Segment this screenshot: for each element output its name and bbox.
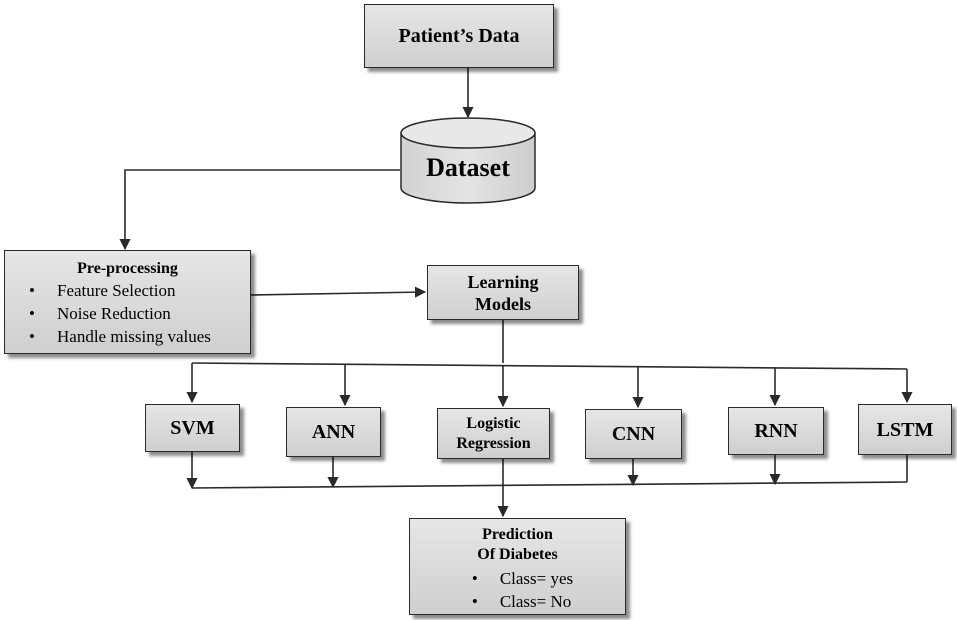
list-item: Class= yes [470, 567, 573, 590]
lstm-box: LSTM [858, 404, 952, 455]
line-distribution-bar [191, 362, 908, 370]
preprocessing-list: Feature Selection Noise Reduction Handle… [27, 279, 211, 348]
lstm-label: LSTM [876, 418, 934, 441]
preprocessing-box: Pre-processing Feature Selection Noise R… [4, 250, 251, 354]
cnn-label: CNN [611, 423, 656, 445]
rnn-label: RNN [754, 420, 798, 442]
svm-label: SVM [170, 417, 215, 439]
prediction-list: Class= yes Class= No [470, 567, 573, 613]
patient-data-label: Patient’s Data [398, 25, 520, 47]
prediction-line1: Prediction [482, 526, 553, 543]
svm-box: SVM [145, 404, 240, 452]
line-collection-bar [191, 481, 908, 489]
prediction-line2: Of Diabetes [477, 546, 558, 563]
dataset-label: Dataset [426, 153, 510, 182]
arrow-preprocessing-to-models [250, 286, 427, 298]
arrow-dataset-to-preprocessing [119, 169, 400, 251]
preprocessing-title: Pre-processing [77, 260, 178, 277]
patient-data-box: Patient’s Data [364, 4, 554, 68]
cnn-box: CNN [585, 409, 682, 459]
learning-models-line2: Models [475, 293, 531, 314]
logistic-line2: Regression [456, 434, 531, 452]
ann-box: ANN [286, 407, 381, 457]
list-item: Class= No [470, 590, 573, 613]
prediction-box: Prediction Of Diabetes Class= yes Class=… [409, 518, 626, 615]
dataset-cylinder [400, 117, 536, 204]
learning-models-line1: Learning [467, 271, 539, 292]
ann-label: ANN [311, 421, 356, 443]
learning-models-box: Learning Models [427, 265, 579, 320]
list-item: Feature Selection [27, 279, 211, 302]
rnn-box: RNN [728, 407, 824, 455]
list-item: Handle missing values [27, 325, 211, 348]
list-item: Noise Reduction [27, 302, 211, 325]
logistic-regression-box: Logistic Regression [437, 408, 550, 459]
logistic-line1: Logistic [466, 414, 521, 432]
